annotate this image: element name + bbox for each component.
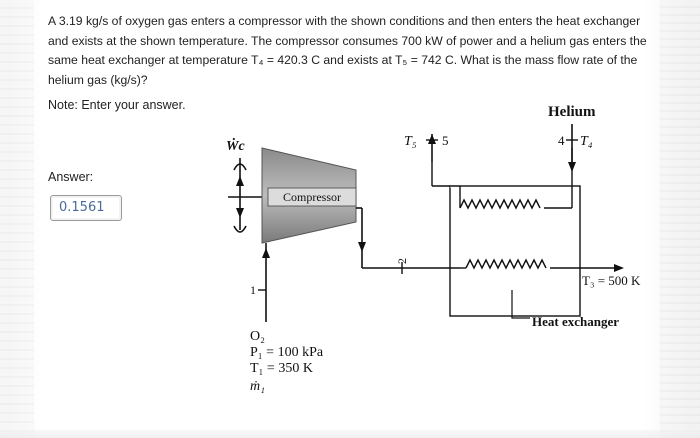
oxygen-zigzag xyxy=(465,258,547,270)
t3-arrow xyxy=(614,264,624,272)
shaft-arrow-up xyxy=(236,176,244,186)
shaft-arc-bottom xyxy=(233,225,247,233)
t5-state-label: 5 xyxy=(442,133,449,148)
answer-value: 0.1561 xyxy=(59,200,105,215)
bottom-strip xyxy=(0,430,700,438)
shaft-work-symbol xyxy=(228,158,262,233)
t4-arrow xyxy=(568,162,576,172)
compressor-label-box xyxy=(267,187,357,207)
inlet-temp-label: T₁ = 350 K xyxy=(250,361,313,376)
answer-input[interactable]: 0.1561 xyxy=(50,195,122,221)
note-text: Note: Enter your answer. xyxy=(48,98,186,112)
t4-state-label: 4 xyxy=(558,133,565,148)
t5-label: T₅ xyxy=(404,134,417,149)
inlet-mass-label: ṁ₁ xyxy=(250,379,265,394)
outlet-arrow xyxy=(358,242,366,252)
helium-label: Helium xyxy=(548,104,596,120)
wc-label: Ẇc xyxy=(226,136,245,154)
t4-label: T₄ xyxy=(580,134,593,149)
state-1-label: 1 xyxy=(250,283,256,297)
inlet-arrow xyxy=(262,248,270,258)
shaft-arc-top xyxy=(233,163,247,171)
oxygen-coil xyxy=(460,258,622,270)
hx-leader-line xyxy=(511,290,530,319)
state-2-label: 2 xyxy=(395,258,409,264)
question-text: A 3.19 kg/s of oxygen gas enters a compr… xyxy=(48,14,647,87)
heat-exchanger-label: Heat exchanger xyxy=(532,314,619,329)
inlet-pressure-label: P₁ = 100 kPa xyxy=(250,345,324,360)
left-edge-texture xyxy=(0,0,34,438)
answer-label: Answer: xyxy=(48,170,94,184)
shaft-arrow-down xyxy=(236,208,244,218)
helium-zigzag xyxy=(459,198,541,210)
t5-arrow xyxy=(428,134,436,144)
compressor-label: Compressor xyxy=(283,190,341,204)
inlet-gas-label: O₂ xyxy=(250,329,265,344)
right-edge-texture xyxy=(660,0,700,438)
outlet-pipe xyxy=(356,207,460,269)
t3-label: T₃ = 500 K xyxy=(582,273,641,288)
heat-exchanger-shell xyxy=(449,185,581,317)
helium-coil xyxy=(431,148,573,210)
